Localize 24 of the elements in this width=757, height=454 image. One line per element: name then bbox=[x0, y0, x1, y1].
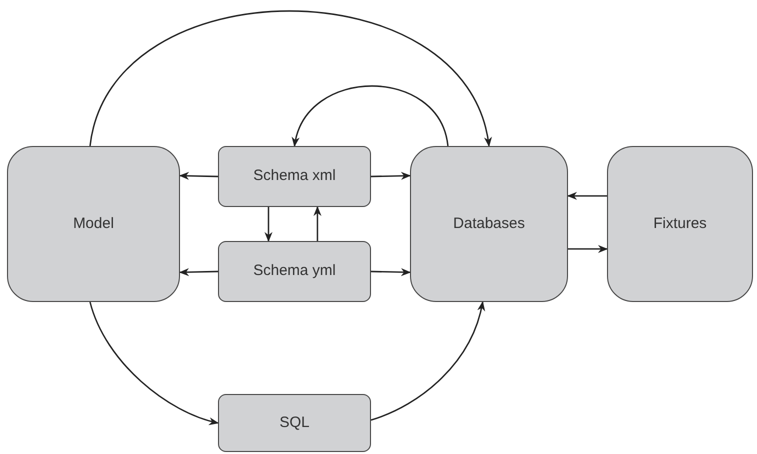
arrow bbox=[179, 172, 218, 180]
node-label: Databases bbox=[453, 214, 525, 234]
arrow bbox=[567, 192, 607, 200]
node-label: Schema xml bbox=[253, 166, 336, 186]
arrow bbox=[179, 268, 218, 276]
node-label: Fixtures bbox=[653, 214, 707, 234]
arrow bbox=[568, 244, 608, 253]
arrow bbox=[370, 172, 411, 180]
rounded-box bbox=[607, 146, 753, 302]
rounded-box bbox=[410, 146, 568, 302]
arrow bbox=[313, 206, 322, 241]
process-box bbox=[218, 241, 371, 302]
arrow bbox=[293, 85, 449, 147]
node-label: Schema yml bbox=[253, 261, 336, 282]
node-label: SQL bbox=[279, 412, 310, 433]
arrow bbox=[89, 10, 490, 147]
arrow bbox=[370, 301, 485, 421]
arrow bbox=[370, 268, 411, 276]
node-label: Model bbox=[73, 214, 114, 234]
process-box bbox=[218, 394, 371, 452]
process-box bbox=[218, 146, 371, 207]
rounded-box bbox=[7, 146, 180, 302]
arrow bbox=[89, 302, 219, 425]
arrow bbox=[264, 207, 272, 242]
